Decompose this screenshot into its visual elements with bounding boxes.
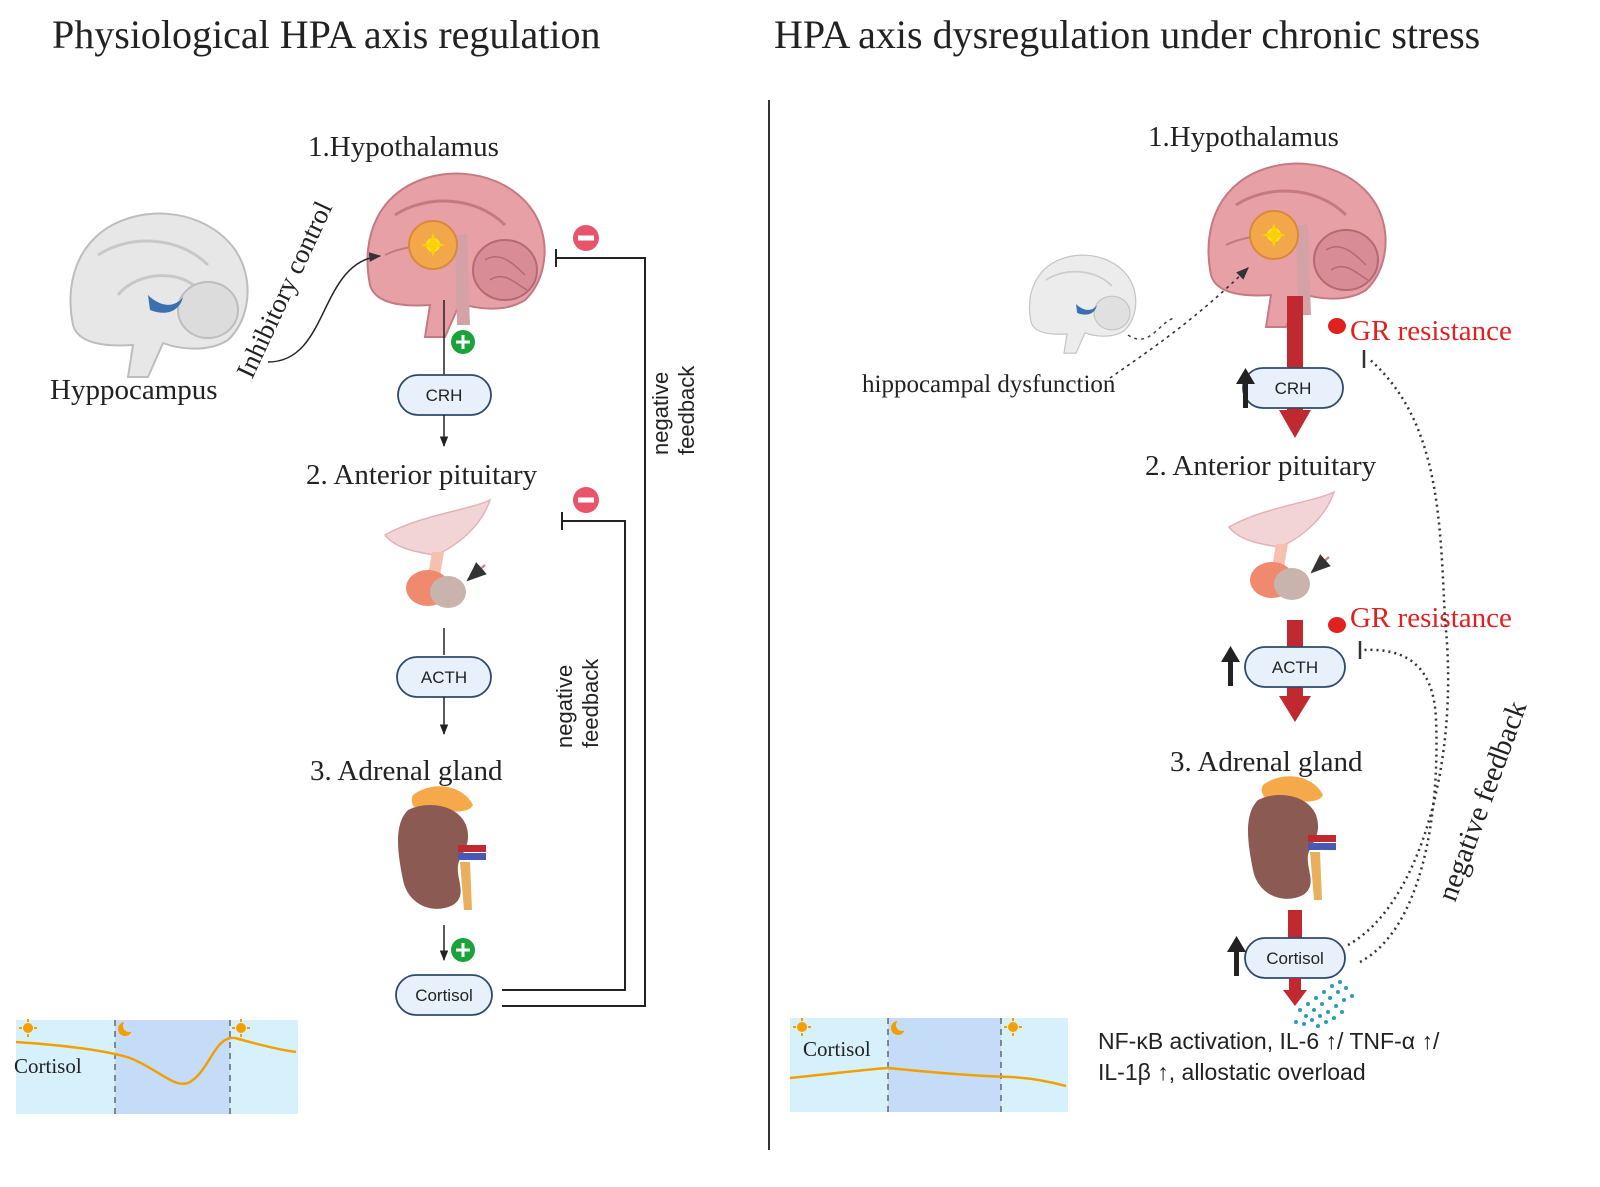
- right-cortisol-pill: Cortisol: [1244, 937, 1346, 979]
- hippocampal-dysfunction-arrow: [1109, 267, 1249, 379]
- left-adrenal-label: 3. Adrenal gland: [310, 755, 503, 787]
- gr-resistance-1: GR resistance: [1328, 315, 1512, 347]
- right-cortisol-label: Cortisol: [1266, 949, 1324, 968]
- moon-icon: [118, 1020, 135, 1036]
- inner-feedback-label-line2: feedback: [578, 658, 603, 748]
- gr-dot: [1328, 318, 1346, 334]
- outer-feedback-label-line2: feedback: [674, 365, 699, 455]
- left-acth-pill: ACTH: [396, 656, 492, 698]
- minus-icon: [573, 225, 599, 251]
- left-cortisol-label: Cortisol: [415, 986, 473, 1005]
- brain-icon: [366, 172, 546, 338]
- hippocampus-brain-icon: [1028, 254, 1137, 354]
- left-acth-label: ACTH: [421, 668, 467, 687]
- sun-icon: [793, 1018, 811, 1036]
- left-cortisol-pill: Cortisol: [395, 974, 493, 1016]
- gr-resistance-2: GR resistance: [1328, 602, 1512, 634]
- left-cortisol-rhythm-inset: Cortisol: [14, 1019, 298, 1114]
- left-inset-label: Cortisol: [14, 1054, 82, 1078]
- right-panel-title: HPA axis dysregulation under chronic str…: [774, 12, 1480, 57]
- pituitary-icon: [1227, 490, 1336, 600]
- adrenal-kidney-icon: [1248, 776, 1336, 900]
- hippocampal-dysfunction-label: hippocampal dysfunction: [862, 371, 1116, 398]
- left-crh-pill: CRH: [397, 374, 492, 416]
- red-arrow-cortisol-down: [1289, 978, 1301, 992]
- right-feedback-curve-outer: [1347, 357, 1450, 947]
- left-cortisol-curve: [15, 1036, 297, 1085]
- up-arrow-icon: [1236, 368, 1255, 408]
- red-arrowhead-hypo-pit: [1279, 410, 1311, 438]
- outer-feedback-loop: [502, 257, 646, 1007]
- inner-feedback-label-line1: negative: [552, 665, 577, 748]
- gr-resistance-label-1: GR resistance: [1350, 315, 1512, 347]
- gr-resistance-label-2: GR resistance: [1350, 602, 1512, 634]
- up-arrow-icon: [1227, 936, 1246, 976]
- right-feedback-curve-inner: [1359, 648, 1438, 964]
- plus-icon: [451, 330, 475, 354]
- hippocampus-brain-icon: [69, 212, 249, 378]
- right-cortisol-curve: [789, 1066, 1067, 1088]
- adrenal-kidney-icon: [398, 786, 486, 910]
- gr-dot: [1328, 617, 1346, 633]
- right-adrenal-label: 3. Adrenal gland: [1170, 746, 1363, 778]
- outer-feedback-label-line1: negative: [648, 372, 673, 455]
- right-pituitary-label: 2. Anterior pituitary: [1145, 450, 1377, 482]
- red-arrow-adrenal-cortisol: [1288, 910, 1302, 942]
- hippocampal-dotted-link: [1127, 317, 1176, 340]
- left-pituitary-label: 2. Anterior pituitary: [306, 459, 538, 491]
- right-crh-pill: CRH: [1242, 367, 1344, 409]
- red-arrowhead-pit-adrenal: [1279, 696, 1311, 722]
- moon-icon: [891, 1019, 908, 1035]
- left-crh-label: CRH: [426, 386, 463, 405]
- red-arrowhead-cortisol-down: [1283, 990, 1307, 1006]
- right-crh-label: CRH: [1275, 379, 1312, 398]
- plus-icon: [451, 938, 475, 962]
- right-acth-label: ACTH: [1272, 658, 1318, 677]
- brain-icon: [1207, 162, 1387, 328]
- right-cortisol-rhythm-inset: Cortisol: [789, 1018, 1068, 1112]
- right-inset-label: Cortisol: [803, 1037, 871, 1061]
- sun-icon: [232, 1019, 250, 1037]
- inflammation-line1: NF-κB activation, IL-6 ↑/ TNF-α ↑/: [1098, 1028, 1440, 1054]
- inflammation-line2: IL-1β ↑, allostatic overload: [1098, 1059, 1366, 1085]
- hippocampus-label: Hyppocampus: [50, 374, 218, 406]
- pituitary-icon: [383, 498, 492, 608]
- left-panel-title: Physiological HPA axis regulation: [52, 12, 601, 57]
- inhibitory-control-arrow: [267, 252, 382, 363]
- up-arrow-icon: [1221, 646, 1240, 686]
- inner-feedback-loop: [502, 520, 626, 991]
- minus-icon: [573, 487, 599, 513]
- sun-icon: [19, 1019, 37, 1037]
- right-acth-pill: ACTH: [1244, 646, 1346, 688]
- sun-icon: [1004, 1018, 1022, 1036]
- right-hypothalamus-label: 1.Hypothalamus: [1148, 121, 1339, 153]
- left-hypothalamus-label: 1.Hypothalamus: [308, 131, 499, 163]
- cytokine-spray-icon: [1294, 980, 1354, 1028]
